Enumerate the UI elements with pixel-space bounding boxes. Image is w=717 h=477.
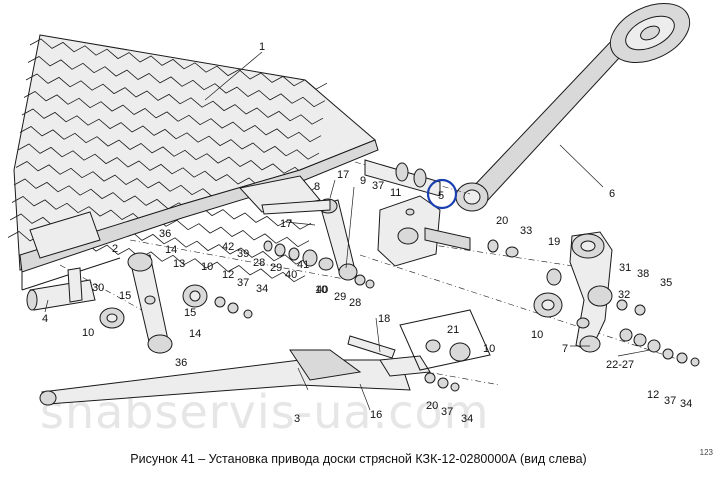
callout-34-c: 34 xyxy=(680,398,692,410)
callout-22-27: 22-27 xyxy=(606,359,634,371)
callout-11: 11 xyxy=(390,187,401,199)
callout-34-a: 34 xyxy=(256,283,268,295)
shaker-board xyxy=(7,34,379,291)
callout-41: 41 xyxy=(297,259,309,271)
board-step-row xyxy=(25,73,324,125)
board-step-row xyxy=(27,56,326,108)
bushings-bottom xyxy=(399,309,491,392)
callout-16: 16 xyxy=(370,409,382,421)
callout-7: 7 xyxy=(562,343,568,355)
callout-17-b: 17 xyxy=(280,218,292,230)
callout-9: 9 xyxy=(360,175,366,187)
callout-37-a: 37 xyxy=(372,180,384,192)
callout-4: 4 xyxy=(42,313,48,325)
board-step-row xyxy=(21,108,320,160)
callout-20-b: 20 xyxy=(426,400,438,412)
callout-42: 42 xyxy=(222,241,234,253)
board-step-row xyxy=(13,178,312,230)
callout-labels: 1 2 3 4 5 6 7 8 9 10 10 10 10 10 11 12 1… xyxy=(42,41,692,425)
highlight-circle xyxy=(426,178,458,210)
callout-10-e: 10 xyxy=(483,343,495,355)
figure-caption: Рисунок 41 – Установка привода доски стр… xyxy=(130,452,587,466)
callout-37-d: 37 xyxy=(664,395,676,407)
callout-14-b: 14 xyxy=(189,328,201,340)
callout-28-b: 28 xyxy=(349,297,361,309)
callout-1: 1 xyxy=(259,41,265,53)
hanger-15 xyxy=(127,252,173,354)
bracket-plate xyxy=(377,195,471,267)
callout-29-a: 29 xyxy=(270,262,282,274)
leader-lines xyxy=(44,51,651,411)
callout-10-d: 10 xyxy=(531,329,543,341)
callout-38: 38 xyxy=(637,268,649,280)
callout-36-b: 36 xyxy=(175,357,187,369)
callout-8: 8 xyxy=(314,181,320,193)
connecting-rod-6 xyxy=(455,2,691,212)
board-step-row xyxy=(29,38,328,90)
beam-3 xyxy=(39,335,431,406)
callout-37-b: 37 xyxy=(237,277,249,289)
callout-13: 13 xyxy=(173,258,185,270)
callout-30: 30 xyxy=(92,282,104,294)
callout-2: 2 xyxy=(112,243,118,255)
callout-32: 32 xyxy=(618,289,630,301)
callout-5: 5 xyxy=(438,190,444,202)
callout-15-a: 15 xyxy=(119,290,131,302)
callout-34-b: 34 xyxy=(461,413,473,425)
callout-21: 21 xyxy=(447,324,459,336)
callout-12-a: 12 xyxy=(222,269,234,281)
rocker-arm-7 xyxy=(569,231,613,353)
callout-19: 19 xyxy=(548,236,560,248)
callout-3: 3 xyxy=(294,413,300,425)
callout-10-b: 10 xyxy=(82,327,94,339)
callout-29-b: 29 xyxy=(334,291,346,303)
bushings-right xyxy=(487,239,700,367)
callout-12-b: 12 xyxy=(647,389,659,401)
callout-28-a: 28 xyxy=(253,257,265,269)
callout-40-b: 40 xyxy=(316,284,328,296)
bushings-left xyxy=(26,267,253,329)
callout-40-a: 40 xyxy=(285,269,297,281)
board-step-row xyxy=(19,126,318,178)
callout-35: 35 xyxy=(660,277,672,289)
callout-36-a: 36 xyxy=(159,228,171,240)
shaft-5 xyxy=(364,159,441,197)
callout-14-a: 14 xyxy=(165,244,177,256)
callout-10-a: 10 xyxy=(201,261,213,273)
callout-10-c: 10 xyxy=(315,284,327,296)
callout-37-c: 37 xyxy=(441,406,453,418)
page-mark: 123 xyxy=(699,448,713,457)
callout-15-b: 15 xyxy=(184,307,196,319)
callout-20-a: 20 xyxy=(496,215,508,227)
lever-9 xyxy=(261,198,358,281)
callout-18: 18 xyxy=(378,313,390,325)
callout-17-a: 17 xyxy=(337,169,349,181)
board-step-row xyxy=(23,91,322,143)
callout-31: 31 xyxy=(619,262,631,274)
callout-6: 6 xyxy=(609,188,615,200)
callout-33: 33 xyxy=(520,225,532,237)
washers-middle xyxy=(263,240,375,289)
callout-39: 39 xyxy=(237,248,249,260)
